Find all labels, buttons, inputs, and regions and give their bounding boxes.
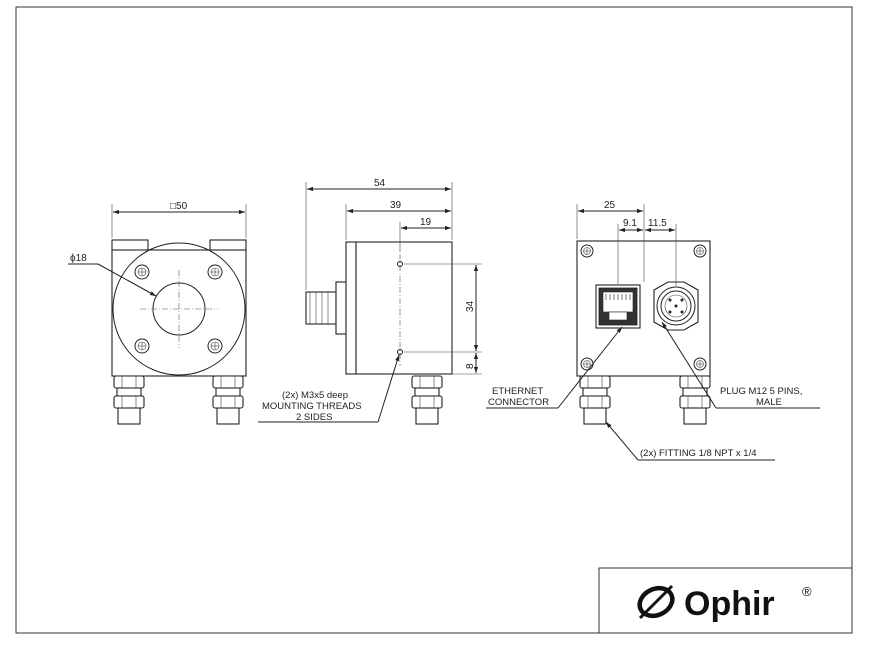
- front-view: □50 ϕ18: [68, 201, 247, 425]
- thread-note-line-1: (2x) M3x5 deep: [282, 390, 348, 401]
- fitting-icon: [411, 375, 443, 425]
- m12-plug-icon: [653, 281, 699, 331]
- plug-label-line-1: PLUG M12 5 PINS,: [720, 386, 802, 397]
- ethernet-label-line-1: ETHERNET: [492, 386, 543, 397]
- logo-reg-mark: ®: [802, 584, 812, 599]
- ophir-logo-icon: [637, 584, 675, 620]
- width-dimension: □50: [170, 201, 188, 212]
- screw-icon: [207, 338, 223, 354]
- ethernet-offset-dimension: 9.1: [623, 218, 637, 229]
- ethernet-label-line-2: CONNECTOR: [488, 397, 549, 408]
- screw-icon: [693, 357, 707, 371]
- plug-offset-dimension: 11.5: [648, 218, 667, 229]
- drawing-frame: [15, 6, 853, 634]
- overall-length-dimension: 54: [374, 178, 386, 189]
- screw-icon: [134, 338, 150, 354]
- ethernet-port-icon: [595, 284, 641, 329]
- aperture-dimension: ϕ18: [70, 253, 87, 264]
- fitting-label: (2x) FITTING 1/8 NPT x 1/4: [640, 448, 757, 459]
- thread-offset-dimension: 19: [420, 217, 432, 228]
- thread-note-line-2: MOUNTING THREADS: [262, 401, 362, 412]
- side-view: 54 39 19 34 8 (2x) M3x5 deep MOUNTING TH…: [258, 178, 482, 425]
- plug-label-line-2: MALE: [756, 397, 782, 408]
- logo-brand: Ophir: [684, 585, 775, 623]
- thread-note-line-3: 2 SIDES: [296, 412, 332, 423]
- screw-icon: [693, 244, 707, 258]
- fitting-icon: [679, 375, 711, 425]
- fitting-icon: [113, 375, 145, 425]
- screw-icon: [134, 264, 150, 280]
- logo-box: Ophir ®: [598, 567, 853, 634]
- fitting-icon: [579, 375, 611, 425]
- thread-spacing-dimension: 34: [465, 300, 476, 312]
- rear-width-dimension: 25: [604, 200, 616, 211]
- fitting-icon: [212, 375, 244, 425]
- screw-icon: [580, 244, 594, 258]
- screw-icon: [207, 264, 223, 280]
- rear-view: 25 9.1 11.5 ETHERNET CONNECTOR PLUG M12 …: [486, 200, 820, 461]
- body-length-dimension: 39: [390, 200, 402, 211]
- edge-offset-dimension: 8: [465, 363, 476, 369]
